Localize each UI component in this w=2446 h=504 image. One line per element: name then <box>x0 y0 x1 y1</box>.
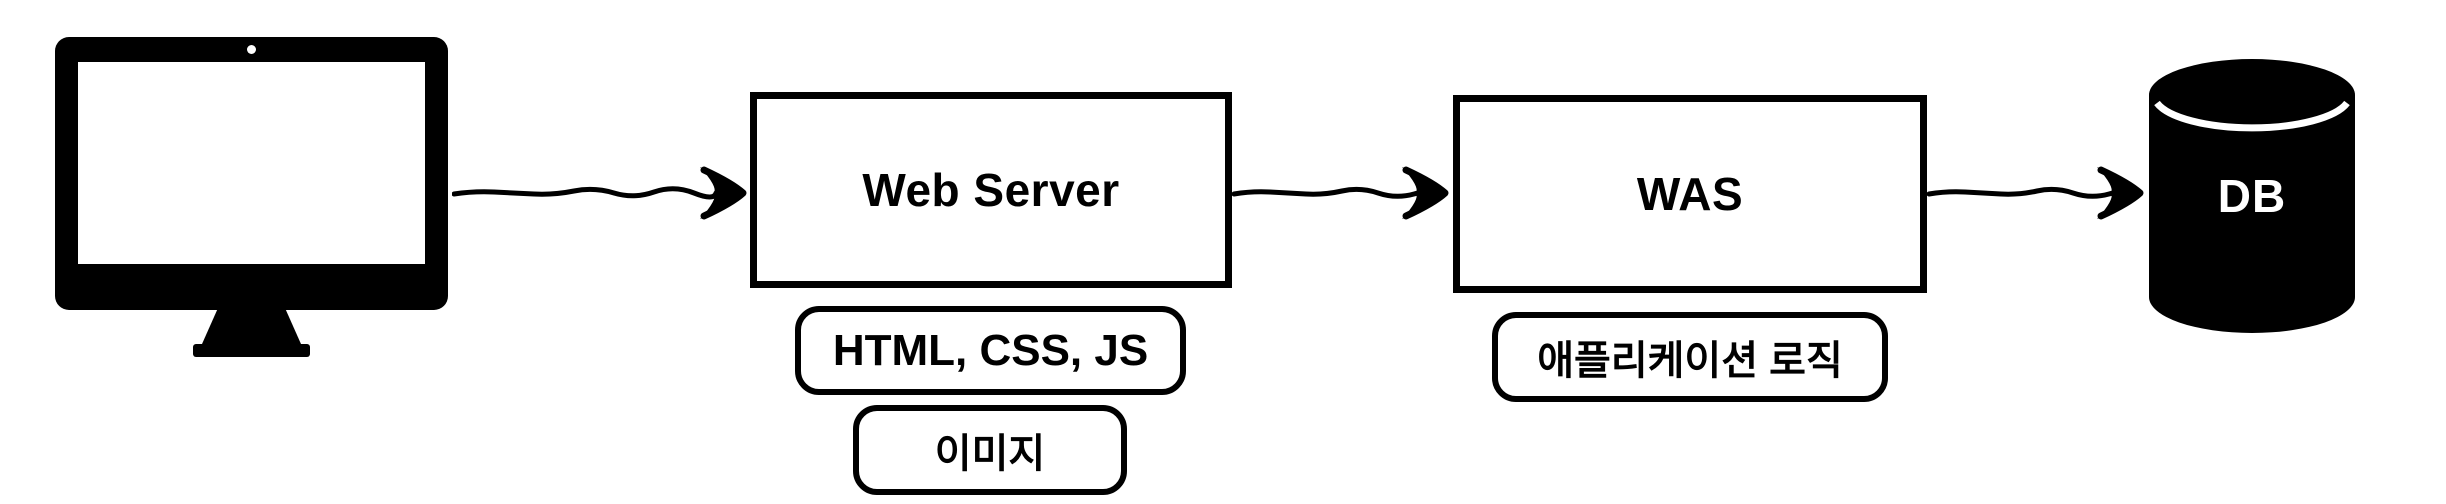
monitor-stand-base <box>193 344 310 357</box>
was-label: WAS <box>1636 168 1744 220</box>
monitor-screen <box>78 62 425 264</box>
webserver-label: Web Server <box>862 164 1120 216</box>
webserver-node: Web Server <box>750 92 1232 288</box>
webserver-asset-html-css-js-label: HTML, CSS, JS <box>832 325 1149 375</box>
was-asset-application-logic-label: 애플리케이션 로직 <box>1537 339 1843 383</box>
database-cylinder-icon <box>2149 59 2355 333</box>
webserver-asset-images: 이미지 <box>853 405 1127 495</box>
db-node <box>2147 57 2357 335</box>
webserver-asset-images-label: 이미지 <box>934 432 1046 476</box>
db-label: DB <box>2217 170 2287 222</box>
arrow-was-to-db <box>1927 166 2144 220</box>
arrow-webserver-to-was <box>1232 166 1449 220</box>
webcam-dot <box>247 45 256 54</box>
arrow-client-to-webserver <box>452 166 747 220</box>
was-asset-application-logic: 애플리케이션 로직 <box>1492 312 1888 402</box>
client-node <box>55 37 448 357</box>
cylinder-lid-line <box>2154 100 2350 132</box>
was-node: WAS <box>1453 95 1927 293</box>
desktop-computer-icon <box>55 37 448 357</box>
monitor-stand-neck <box>202 308 301 344</box>
webserver-asset-html-css-js: HTML, CSS, JS <box>795 306 1186 395</box>
